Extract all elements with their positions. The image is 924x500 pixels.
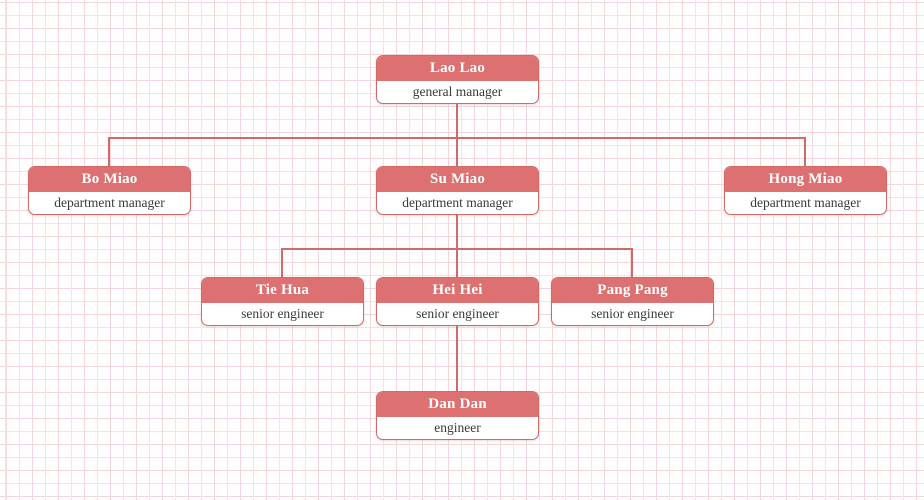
org-node-title: general manager [412,84,503,99]
org-node-name: Tie Hua [202,278,363,303]
connector-drop-bomiao [108,137,110,166]
org-node-dan-dan[interactable]: Dan Dan engineer [376,391,539,440]
connector-heihei-dandan [456,326,458,391]
org-node-name: Lao Lao [377,56,538,81]
org-node-name: Hei Hei [377,278,538,303]
org-node-name: Hong Miao [725,167,886,192]
org-node-lao-lao[interactable]: Lao Lao general manager [376,55,539,104]
org-node-title: department manager [750,195,861,210]
connector-drop-hongmiao [804,137,806,166]
org-node-su-miao[interactable]: Su Miao department manager [376,166,539,215]
org-node-pang-pang[interactable]: Pang Pang senior engineer [551,277,714,326]
org-node-title: engineer [434,420,481,435]
org-node-name: Su Miao [377,167,538,192]
connector-drop-heihei [456,248,458,277]
org-node-name: Bo Miao [29,167,190,192]
connector-drop-sumiao [456,137,458,166]
org-node-title: senior engineer [416,306,499,321]
org-node-bo-miao[interactable]: Bo Miao department manager [28,166,191,215]
connector-stub-laolao [456,104,458,139]
connector-drop-pangpang [631,248,633,277]
org-node-title: senior engineer [241,306,324,321]
connector-stub-sumiao [456,215,458,250]
org-node-hong-miao[interactable]: Hong Miao department manager [724,166,887,215]
org-node-title: department manager [54,195,165,210]
org-node-title: department manager [402,195,513,210]
org-node-name: Dan Dan [377,392,538,417]
org-node-title: senior engineer [591,306,674,321]
org-node-hei-hei[interactable]: Hei Hei senior engineer [376,277,539,326]
connector-drop-tiehua [281,248,283,277]
org-node-tie-hua[interactable]: Tie Hua senior engineer [201,277,364,326]
org-node-name: Pang Pang [552,278,713,303]
